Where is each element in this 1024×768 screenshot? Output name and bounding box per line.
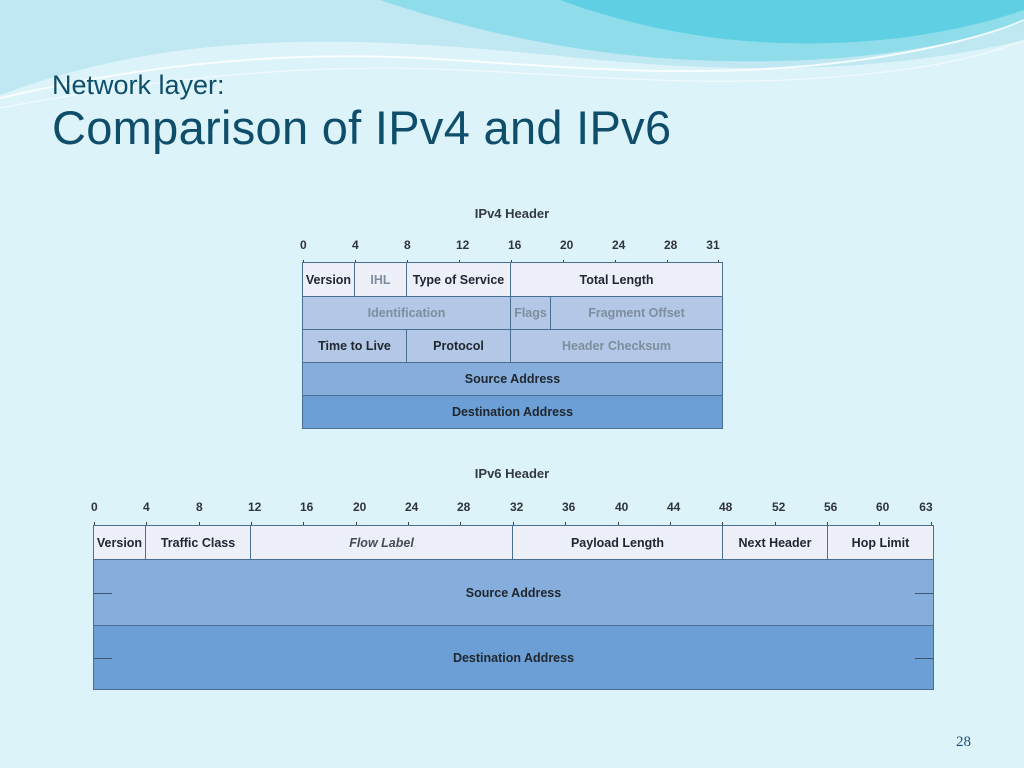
ipv6-tick-label: 12 bbox=[248, 500, 262, 514]
field-protocol: Protocol bbox=[405, 329, 512, 363]
field-header-checksum: Header Checksum bbox=[510, 329, 724, 363]
field-traffic-class: Traffic Class bbox=[145, 525, 251, 560]
ipv6-tick-label: 0 bbox=[91, 500, 98, 514]
ipv4-row-5: Destination Address bbox=[301, 395, 724, 429]
ipv4-tick-label: 12 bbox=[456, 238, 470, 252]
field-source-address-label: Source Address bbox=[465, 585, 562, 600]
ipv6-tick-label: 36 bbox=[562, 500, 576, 514]
ipv4-tick-label: 4 bbox=[352, 238, 359, 252]
ipv4-tick-label: 0 bbox=[300, 238, 307, 252]
ipv4-tick-label: 31 bbox=[706, 238, 720, 252]
page-number: 28 bbox=[956, 734, 971, 750]
field-source-address: Source Address bbox=[93, 559, 934, 626]
field-next-header: Next Header bbox=[722, 525, 828, 560]
ipv6-tick-label: 48 bbox=[719, 500, 733, 514]
ipv6-tick-label: 56 bbox=[824, 500, 838, 514]
ipv6-row-3: Destination Address bbox=[93, 625, 934, 690]
header-wave-decoration bbox=[0, 0, 1024, 109]
ipv6-tick-label: 40 bbox=[615, 500, 629, 514]
slide-subtitle: Network layer: bbox=[52, 70, 225, 100]
ipv6-row-2: Source Address bbox=[93, 559, 934, 626]
ipv6-tick-label: 24 bbox=[405, 500, 419, 514]
ipv4-row-3: Time to Live Protocol Header Checksum bbox=[302, 329, 724, 363]
ipv6-row-1: Version Traffic Class Flow Label Payload… bbox=[93, 525, 934, 560]
ipv6-tick-label: 8 bbox=[196, 500, 203, 514]
ipv6-tick-label: 28 bbox=[457, 500, 471, 514]
field-hop-limit: Hop Limit bbox=[827, 525, 934, 560]
ipv4-row-1: Version IHL Type of Service Total Length bbox=[302, 262, 724, 297]
field-destination-address-label: Destination Address bbox=[452, 650, 575, 665]
field-ihl: IHL bbox=[354, 262, 407, 297]
ipv4-caption: IPv4 Header bbox=[474, 206, 550, 221]
ipv6-tick-label: 52 bbox=[772, 500, 786, 514]
ipv4-tick-label: 16 bbox=[508, 238, 522, 252]
field-destination-address: Destination Address bbox=[93, 625, 934, 690]
ipv6-tick-label: 20 bbox=[353, 500, 367, 514]
field-version: Version bbox=[93, 525, 146, 560]
field-flags: Flags bbox=[510, 296, 552, 330]
ipv6-tick-label: 32 bbox=[510, 500, 524, 514]
ipv4-row-4: Source Address bbox=[301, 362, 724, 396]
field-flow-label: Flow Label bbox=[250, 525, 513, 560]
field-payload-length: Payload Length bbox=[512, 525, 723, 560]
ipv6-tick-label: 44 bbox=[667, 500, 681, 514]
slide-title: Comparison of IPv4 and IPv6 bbox=[52, 101, 672, 154]
ipv6-tick-label: 60 bbox=[876, 500, 890, 514]
ipv4-tick-label: 28 bbox=[664, 238, 678, 252]
field-type-of-service: Type of Service bbox=[405, 262, 512, 297]
ipv4-row-2: Identification Flags Fragment Offset bbox=[301, 296, 724, 330]
field-source-address: Source Address bbox=[301, 362, 724, 396]
ipv4-tick-label: 20 bbox=[560, 238, 574, 252]
ipv6-header-table: Version Traffic Class Flow Label Payload… bbox=[93, 525, 934, 690]
field-version: Version bbox=[302, 262, 355, 297]
ipv4-tick-label: 8 bbox=[404, 238, 411, 252]
ipv6-tick-label: 16 bbox=[300, 500, 314, 514]
ipv6-tick-label: 63 bbox=[919, 500, 933, 514]
ipv6-caption: IPv6 Header bbox=[474, 466, 550, 481]
field-identification: Identification bbox=[301, 296, 512, 330]
ipv4-tick-label: 24 bbox=[612, 238, 626, 252]
ipv6-tick-label: 4 bbox=[143, 500, 150, 514]
field-fragment-offset: Fragment Offset bbox=[550, 296, 724, 330]
ipv4-header-table: Version IHL Type of Service Total Length… bbox=[301, 262, 724, 429]
field-destination-address: Destination Address bbox=[301, 395, 724, 429]
field-time-to-live: Time to Live bbox=[302, 329, 407, 363]
field-total-length: Total Length bbox=[510, 262, 724, 297]
